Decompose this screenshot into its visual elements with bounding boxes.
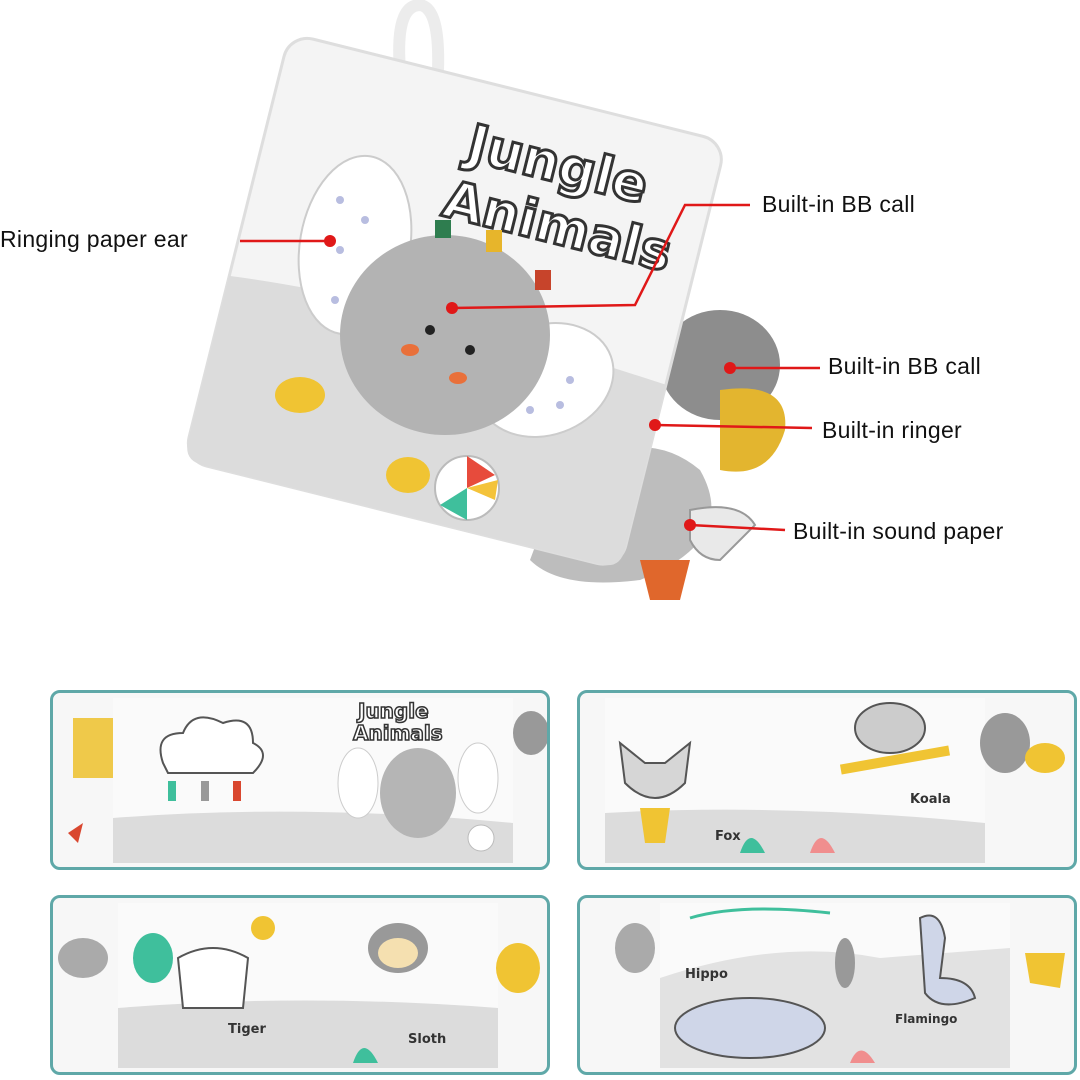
- panel-2-animal-fox: Fox: [715, 829, 741, 844]
- panel-tiger-sloth: Tiger Sloth: [50, 895, 550, 1075]
- product-book-illustration: Jungle Animals: [186, 0, 820, 600]
- callout-ringer: Built-in ringer: [822, 417, 962, 443]
- panel-1-title-line2: Animals: [353, 721, 443, 745]
- panel-3-animal-tiger: Tiger: [228, 1022, 266, 1037]
- callout-bb-call-2: Built-in BB call: [828, 353, 982, 379]
- callout-bb-call-1: Built-in BB call: [762, 191, 916, 217]
- panel-fox-koala: Fox Koala: [577, 690, 1077, 870]
- panel-4-animal-hippo: Hippo: [685, 967, 728, 982]
- callout-sound-paper: Built-in sound paper: [793, 518, 1004, 544]
- panel-2-animal-koala: Koala: [910, 792, 951, 807]
- panel-cover-spread: Jungle Animals: [50, 690, 550, 870]
- panel-3-animal-sloth: Sloth: [408, 1032, 446, 1047]
- callout-ringing-paper-ear: Ringing paper ear: [0, 226, 188, 252]
- panel-1-title-line1: Jungle: [356, 699, 429, 723]
- panel-4-animal-flamingo: Flamingo: [895, 1012, 957, 1026]
- panel-hippo-flamingo: Hippo Flamingo: [577, 895, 1077, 1075]
